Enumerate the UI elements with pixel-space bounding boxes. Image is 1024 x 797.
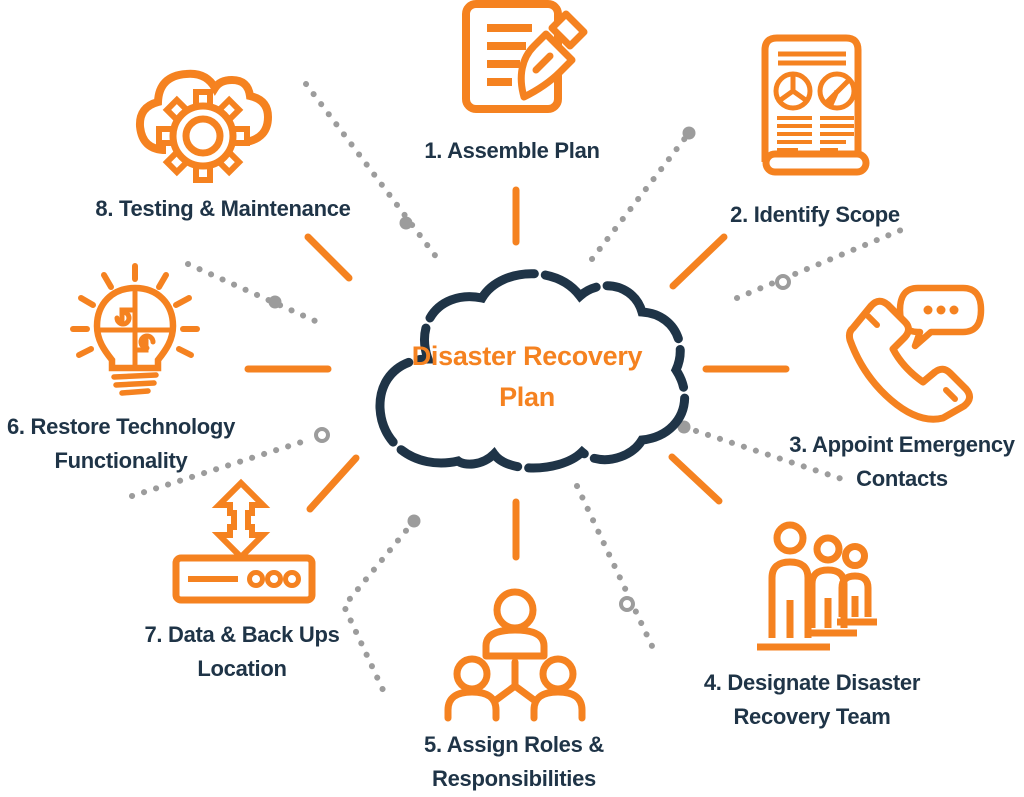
center-title-line1: Disaster Recovery xyxy=(411,341,643,371)
step-1-label: 1. Assemble Plan xyxy=(424,138,600,163)
ray-to-step-8 xyxy=(304,233,353,282)
phone-chat-icon xyxy=(845,284,985,423)
org-chart-icon xyxy=(444,588,586,722)
divider-1-2 xyxy=(589,130,692,262)
divider-4-5-ring xyxy=(619,596,635,612)
scroll-report-icon xyxy=(761,34,870,176)
cloud-gear-icon xyxy=(135,69,273,183)
ray-to-step-7 xyxy=(306,454,360,513)
divider-5-7 xyxy=(340,518,417,693)
divider-5-7-dot xyxy=(407,514,421,528)
divider-7-6 xyxy=(129,437,311,499)
divider-6-8 xyxy=(185,261,325,327)
cloud-outline-icon xyxy=(375,269,690,473)
divider-4-5 xyxy=(574,483,655,649)
divider-1-2-dot xyxy=(682,126,696,140)
divider-7-6-ring xyxy=(314,427,330,443)
document-pen-icon xyxy=(462,0,588,113)
divider-3-4-dot xyxy=(677,420,691,434)
divider-2-3-ring xyxy=(775,274,791,290)
team-icon xyxy=(757,521,877,651)
step-8-label: 8. Testing & Maintenance xyxy=(95,196,351,221)
center-title: Disaster Recovery Plan xyxy=(412,336,643,418)
step-4-label: 4. Designate Disaster Recovery Team xyxy=(703,670,921,729)
ray-to-step-4 xyxy=(668,453,723,505)
step-3-label: 3. Appoint Emergency Contacts xyxy=(789,432,1015,491)
divider-8-1-dot xyxy=(399,216,413,230)
step-6-label: 6. Restore Technology Functionality xyxy=(6,414,236,473)
divider-3-4 xyxy=(681,424,848,483)
lightbulb-puzzle-icon xyxy=(70,263,200,396)
backup-server-icon xyxy=(172,478,316,604)
step-2-label: 2. Identify Scope xyxy=(730,202,900,227)
step-5-label: 5. Assign Roles & Responsibilities xyxy=(424,732,604,791)
divider-8-1 xyxy=(303,81,443,265)
step-7-label: 7. Data & Back Ups Location xyxy=(144,622,340,681)
divider-6-8-dot xyxy=(268,295,282,309)
divider-2-3 xyxy=(734,225,909,301)
ray-to-step-2 xyxy=(669,233,728,290)
center-title-line2: Plan xyxy=(499,382,555,412)
